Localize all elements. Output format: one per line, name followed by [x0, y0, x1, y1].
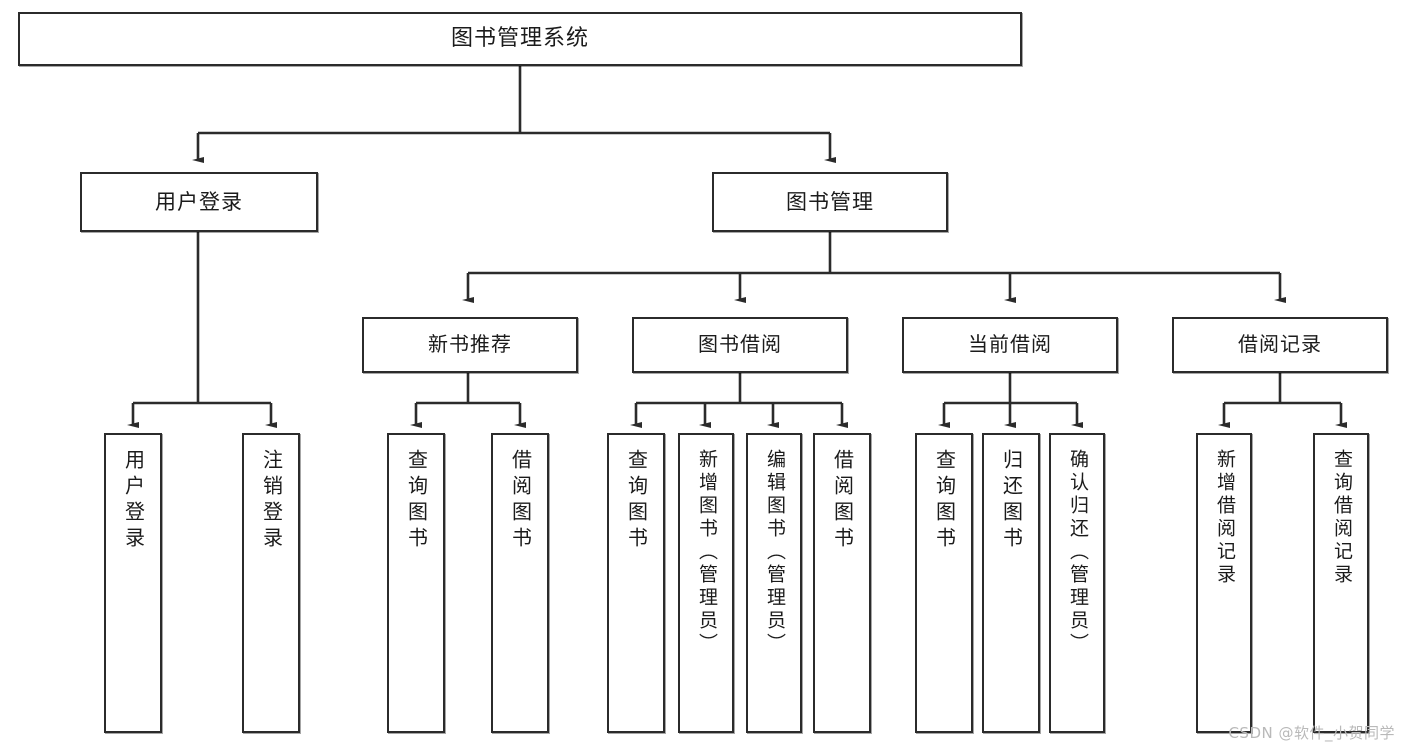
leaf-query-borrow-record[interactable]: 查询借阅记录 — [1313, 433, 1369, 733]
leaf-user-login[interactable]: 用户登录 — [104, 433, 162, 733]
node-current-borrow[interactable]: 当前借阅 — [902, 317, 1118, 373]
node-label: 确认归还（管理员） — [1066, 449, 1089, 656]
leaf-query-book-recommend[interactable]: 查询图书 — [387, 433, 445, 733]
node-label: 当前借阅 — [968, 332, 1052, 357]
node-book-management[interactable]: 图书管理 — [712, 172, 948, 232]
node-label: 图书借阅 — [698, 332, 782, 357]
node-label: 图书管理 — [786, 189, 874, 214]
leaf-query-book-current[interactable]: 查询图书 — [915, 433, 973, 733]
node-label: 新增图书（管理员） — [695, 449, 718, 656]
node-user-login[interactable]: 用户登录 — [80, 172, 318, 232]
node-label: 图书管理系统 — [450, 26, 589, 52]
csdn-watermark: CSDN @软件_小贺同学 — [1228, 724, 1395, 742]
node-label: 用户登录 — [155, 189, 243, 214]
leaf-return-book[interactable]: 归还图书 — [982, 433, 1040, 733]
node-label: 新书推荐 — [428, 332, 512, 357]
leaf-borrow-book-recommend[interactable]: 借阅图书 — [491, 433, 549, 733]
node-label: 查询图书 — [624, 449, 649, 553]
leaf-confirm-return-admin[interactable]: 确认归还（管理员） — [1049, 433, 1105, 733]
node-label: 用户登录 — [121, 449, 146, 553]
leaf-edit-book-admin[interactable]: 编辑图书（管理员） — [746, 433, 802, 733]
node-new-book-recommend[interactable]: 新书推荐 — [362, 317, 578, 373]
leaf-query-book-borrow[interactable]: 查询图书 — [607, 433, 665, 733]
node-borrow-record[interactable]: 借阅记录 — [1172, 317, 1388, 373]
node-label: 借阅图书 — [830, 449, 855, 553]
leaf-add-book-admin[interactable]: 新增图书（管理员） — [678, 433, 734, 733]
leaf-borrow-book[interactable]: 借阅图书 — [813, 433, 871, 733]
leaf-logout[interactable]: 注销登录 — [242, 433, 300, 733]
node-label: 借阅记录 — [1238, 332, 1322, 357]
node-label: 查询借阅记录 — [1330, 449, 1353, 587]
node-label: 编辑图书（管理员） — [763, 449, 786, 656]
node-label: 借阅图书 — [508, 449, 533, 553]
node-book-borrow[interactable]: 图书借阅 — [632, 317, 848, 373]
node-label: 新增借阅记录 — [1213, 449, 1236, 587]
node-label: 查询图书 — [932, 449, 957, 553]
node-label: 注销登录 — [259, 449, 284, 553]
leaf-add-borrow-record[interactable]: 新增借阅记录 — [1196, 433, 1252, 733]
node-label: 归还图书 — [999, 449, 1024, 553]
node-label: 查询图书 — [404, 449, 429, 553]
node-root-book-management-system[interactable]: 图书管理系统 — [18, 12, 1022, 66]
